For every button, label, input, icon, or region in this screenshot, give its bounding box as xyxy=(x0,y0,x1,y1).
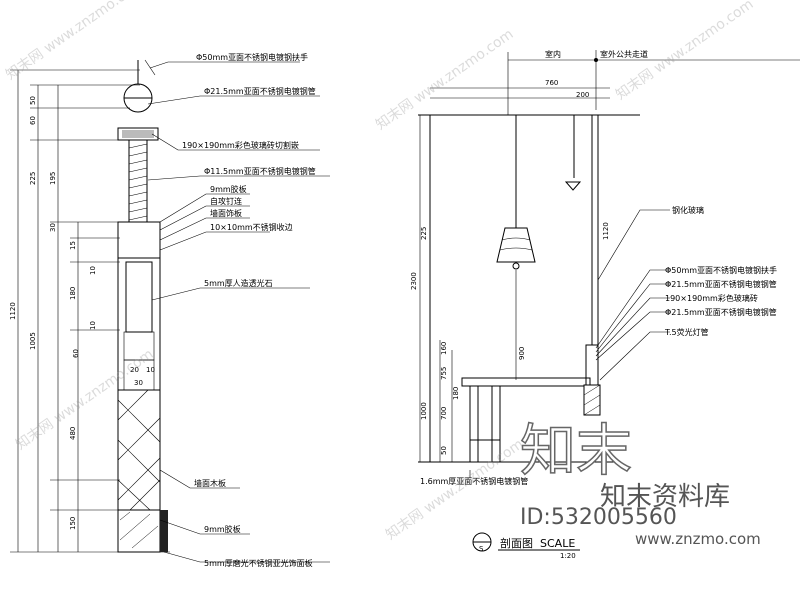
dim-700: 700 xyxy=(440,407,448,420)
label-screw: 自攻钉连 xyxy=(210,196,242,206)
label-tempered-glass: 钢化玻璃 xyxy=(672,205,704,215)
dim-2300: 2300 xyxy=(410,272,418,290)
znzmo-logo: 知末 知末资料库 ID:532005560 www.znzmo.com xyxy=(519,418,761,548)
label-handrail: Φ50mm亚面不锈钢电镀钢扶手 xyxy=(196,52,308,62)
dim-180: 180 xyxy=(452,387,460,400)
label-steel-edge: 10×10mm不锈钢收边 xyxy=(210,222,293,232)
watermark-2: 知末网 www.znzmo.com xyxy=(373,25,517,133)
right-section: 室内 室外公共走道 760 200 2300 225 1000 160 180 … xyxy=(410,49,800,560)
label-wood-board: 墙面木板 xyxy=(194,478,226,488)
dim-10a: 10 xyxy=(89,266,97,275)
dim-outer-1120: 1120 xyxy=(9,302,17,320)
logo-name: 知末资料库 xyxy=(600,482,730,512)
dim-outer-1005: 1005 xyxy=(29,332,37,350)
watermark-4: 知末网 www.znzmo.com xyxy=(383,435,527,543)
label-plywood-2: 9mm胶板 xyxy=(204,524,241,534)
label-steel-panel: 5mm厚磨光不锈钢亚光饰面板 xyxy=(204,558,313,568)
dim-200: 200 xyxy=(576,91,589,99)
dim-10c: 10 xyxy=(146,366,155,374)
dim-180: 180 xyxy=(69,287,77,300)
dim-20: 20 xyxy=(130,366,139,374)
dim-755: 755 xyxy=(440,367,448,380)
dim-10b: 10 xyxy=(89,321,97,330)
label-plywood: 9mm胶板 xyxy=(210,184,247,194)
dim-480: 480 xyxy=(69,427,77,440)
dim-60b: 60 xyxy=(72,349,80,358)
dim-225r: 225 xyxy=(420,227,428,240)
watermarks: 知末网 www.znzmo.com 知末网 www.znzmo.com 知末网 … xyxy=(3,0,757,543)
watermark-1: 知末网 www.znzmo.com xyxy=(3,0,147,83)
dim-30: 30 xyxy=(49,223,57,232)
label-r-pipe-1: Φ21.5mm亚面不锈钢电镀钢管 xyxy=(665,279,777,289)
label-indoor: 室内 xyxy=(545,49,561,59)
dim-60r: 1120 xyxy=(602,222,610,240)
dim-195: 195 xyxy=(49,172,57,185)
dim-60: 60 xyxy=(29,116,37,125)
label-outdoor: 室外公共走道 xyxy=(600,49,648,59)
section-scale: SCALE xyxy=(540,537,575,550)
dim-50: 50 xyxy=(29,96,37,105)
label-wall-board: 墙面饰板 xyxy=(210,208,242,218)
dim-1000: 1000 xyxy=(420,402,428,420)
label-r-fluorescent: T.5荧光灯管 xyxy=(664,327,709,337)
section-title: 剖面图 xyxy=(500,536,533,550)
label-pipe-215: Φ21.5mm亚面不锈钢电镀钢管 xyxy=(204,86,316,96)
label-r-bottom: 1.6mm厚亚面不锈钢电镀钢管 xyxy=(420,476,528,486)
label-glass-brick: 190×190mm彩色玻璃砖切割嵌 xyxy=(182,140,299,150)
watermark-3: 知末网 www.znzmo.com xyxy=(13,345,157,453)
dim-900: 900 xyxy=(518,347,526,360)
label-r-glass-brick: 190×190mm彩色玻璃砖 xyxy=(665,293,758,303)
dim-15: 15 xyxy=(69,241,77,250)
label-pipe-115: Φ11.5mm亚面不锈钢电镀钢管 xyxy=(204,166,316,176)
label-light-stone: 5mm厚人造透光石 xyxy=(204,278,273,288)
label-r-pipe-2: Φ21.5mm亚面不锈钢电镀钢管 xyxy=(665,307,777,317)
dim-225: 225 xyxy=(29,172,37,185)
section-scale-value: 1:20 xyxy=(560,552,576,560)
dim-50r: 50 xyxy=(440,446,448,455)
logo-id: ID:532005560 xyxy=(520,505,677,530)
section-mark-letter: S xyxy=(479,545,484,553)
dim-30b: 30 xyxy=(134,379,143,387)
logo-url: www.znzmo.com xyxy=(635,530,761,548)
dim-760: 760 xyxy=(545,79,558,87)
dim-150: 150 xyxy=(69,517,77,530)
left-detail: 1120 1005 50 60 225 195 30 15 10 180 10 … xyxy=(9,52,330,568)
label-r-handrail: Φ50mm亚面不锈钢电镀钢扶手 xyxy=(665,265,777,275)
logo-big: 知末 xyxy=(520,419,632,484)
dim-160: 160 xyxy=(440,342,448,355)
